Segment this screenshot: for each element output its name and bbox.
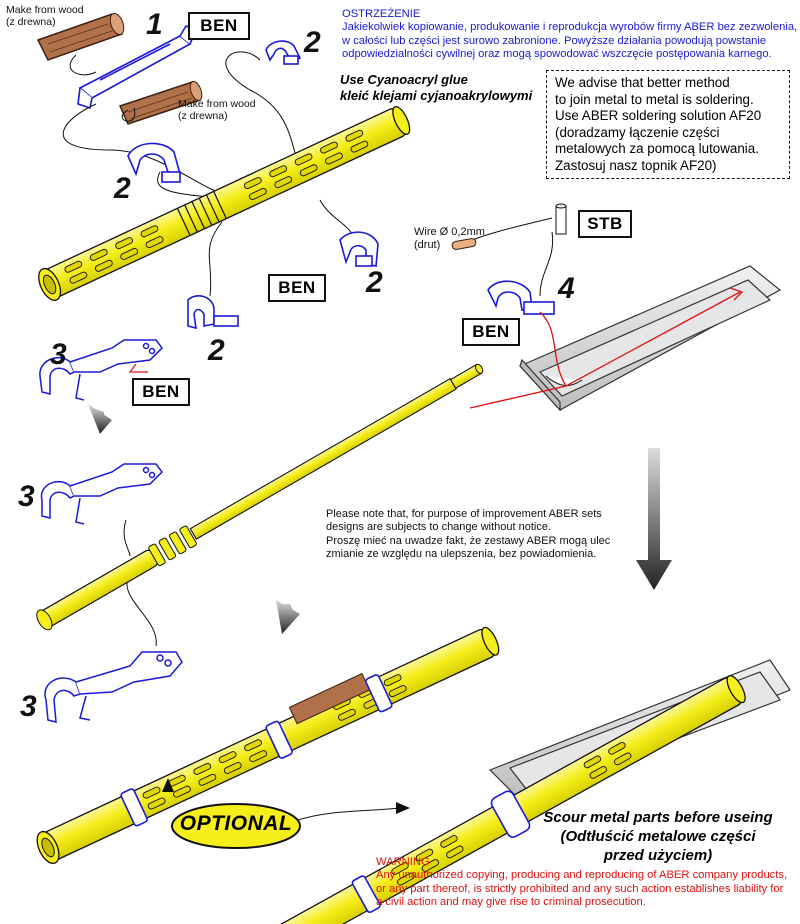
- scour-note-line2: (Odtłuścić metalowe części: [560, 828, 756, 845]
- warning-english-line: a civil action and may give rise to crim…: [376, 895, 646, 908]
- step-arrow-b: [276, 600, 300, 634]
- hook-part-3-c: [44, 651, 183, 723]
- glue-note: Use Cyanoacryl glue kleić klejami cyjano…: [340, 72, 532, 104]
- change-notice-line: Proszę mieć na uwadze fakt, że zestawy A…: [326, 534, 611, 547]
- wood-note-top: Make from wood (z drewna): [6, 4, 84, 28]
- wood-note-top-line2: (z drewna): [6, 16, 56, 28]
- clamp-part-2-d: [187, 295, 239, 330]
- ben-label-left: BEN: [132, 378, 190, 406]
- step-number-4: 4: [558, 272, 575, 305]
- wood-note-mid: Make from wood (z drewna): [178, 98, 256, 122]
- wood-note-top-line1: Make from wood: [6, 4, 84, 16]
- wood-block-mid: [118, 80, 203, 125]
- soldering-note-line: Use ABER soldering solution AF20: [555, 108, 762, 123]
- warning-polish-title: OSTRZEŻENIE: [342, 8, 421, 20]
- wood-block-top: [36, 12, 125, 61]
- warning-english-line: or any part thereof, is strictly prohibi…: [376, 882, 784, 895]
- ben-label-right: BEN: [462, 318, 520, 346]
- change-notice-line: Please note that, for purpose of improve…: [326, 508, 602, 520]
- change-notice: Please note that, for purpose of improve…: [326, 508, 610, 562]
- step-number-2-right: 2: [366, 266, 383, 299]
- barrel-middle: [36, 363, 484, 631]
- arrow-head-up: [162, 778, 174, 792]
- arrow-head-right: [396, 802, 410, 814]
- step-number-2-left: 2: [114, 172, 131, 205]
- warning-polish-line: w całości lub części jest surowo zabroni…: [342, 34, 767, 47]
- warning-english-title: WARNING: [376, 856, 430, 868]
- clamp-part-4: [487, 280, 555, 315]
- warning-english: WARNING Any unauthorized copying, produc…: [376, 856, 787, 909]
- hook-part-3-a: [39, 339, 163, 401]
- clamp-part-2-c: [339, 231, 379, 267]
- warning-english-line: Any unauthorized copying, producing and …: [376, 869, 788, 882]
- change-notice-line: designs are subjects to change without n…: [326, 521, 552, 534]
- soldering-note: We advise that better method to join met…: [546, 70, 790, 179]
- glue-note-line2: kleić klejami cyjanoakrylowymi: [340, 88, 533, 103]
- glue-note-line1: Use Cyanoacryl glue: [340, 72, 468, 87]
- warning-polish: OSTRZEŻENIE Jakiekolwiek kopiowanie, pro…: [342, 8, 797, 61]
- scour-note: Scour metal parts before useing (Odtłuśc…: [528, 808, 788, 865]
- ben-label-middle: BEN: [268, 274, 326, 302]
- barrel-bottom-right: [275, 675, 746, 924]
- clamp-part-2-a: [265, 40, 302, 65]
- clamp-part-2-b: [127, 142, 181, 183]
- wood-note-mid-line1: Make from wood: [178, 98, 256, 110]
- wire-note-line2: (drut): [414, 239, 441, 251]
- barrel-top: [38, 105, 411, 301]
- scour-note-line1: Scour metal parts before useing: [543, 809, 773, 826]
- change-notice-line: zmianie ze względu na ulepszenia, bez po…: [326, 548, 597, 561]
- soldering-note-line: metalowych za pomocą lutowania.: [555, 141, 759, 156]
- stb-label: STB: [578, 210, 632, 238]
- optional-ellipse: [171, 803, 301, 849]
- soldering-note-line: We advise that better method: [555, 75, 730, 90]
- soldering-note-line: Zastosuj nasz topnik AF20): [555, 157, 717, 173]
- wire-piece: [451, 238, 477, 250]
- step-number-2-top: 2: [304, 26, 321, 59]
- wood-note-mid-line2: (z drewna): [178, 110, 228, 122]
- wire-note-line1: Wire Ø 0,2mm: [414, 226, 485, 238]
- warning-polish-line: odpowiedzialności cywilnej oraz mogą spo…: [342, 47, 772, 60]
- scour-note-line3: przed użyciem): [603, 847, 713, 864]
- ben-label-top: BEN: [188, 12, 250, 40]
- step-number-3-c: 3: [20, 690, 37, 723]
- soldering-note-line: (doradzamy łączenie części: [555, 124, 720, 140]
- soldering-note-line: to join metal to metal is soldering.: [555, 91, 754, 107]
- step-number-3-b: 3: [18, 480, 35, 513]
- step-arrow-large: [636, 448, 672, 590]
- hook-part-3-b: [40, 463, 163, 525]
- step-arrow-a: [88, 404, 112, 434]
- warning-polish-line: Jakiekolwiek kopiowanie, produkowanie i …: [342, 21, 798, 34]
- red-bend-mark: [128, 363, 148, 373]
- optional-label: OPTIONAL: [179, 812, 293, 835]
- step-number-2-bottom: 2: [208, 334, 225, 367]
- stb-pin: [555, 203, 567, 235]
- step-number-1: 1: [146, 8, 163, 41]
- wire-note: Wire Ø 0,2mm (drut): [414, 226, 485, 252]
- red-wire-guide: [469, 287, 744, 409]
- step-number-3-a: 3: [50, 338, 67, 371]
- part-1-frame: [77, 25, 198, 110]
- barrel-bottom-left: [36, 626, 500, 865]
